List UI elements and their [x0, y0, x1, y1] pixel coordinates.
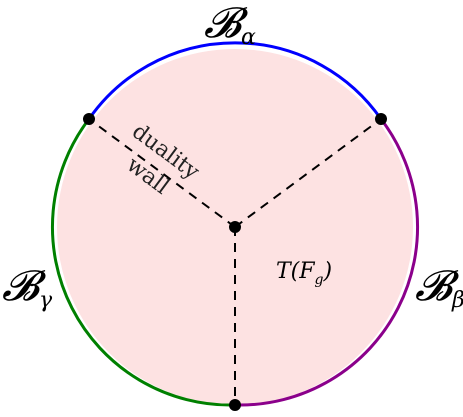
boundary-label-gamma-sub: γ [39, 288, 53, 313]
junction-dot-right [375, 113, 387, 125]
boundary-label-gamma: 𝓑γ [2, 261, 53, 313]
bulk-label-close: ) [323, 259, 333, 284]
boundary-arc-beta [234, 118, 420, 407]
bulk-label-sub: g [315, 272, 324, 288]
boundary-label-alpha: 𝓑α [204, 0, 256, 50]
junction-dot-bottom [229, 399, 241, 411]
boundary-label-beta: 𝓑β [415, 261, 463, 313]
boundary-arc-alpha [87, 41, 383, 120]
junction-dot-center [229, 221, 241, 233]
bulk-label-main: T(F [276, 259, 315, 284]
wall-line-right [234, 118, 382, 228]
boundary-arc-gamma [50, 118, 236, 407]
bulk-label: T(Fg) [276, 259, 332, 288]
junction-dot-left [83, 113, 95, 125]
wall-line-left [88, 118, 236, 228]
boundary-label-beta-sub: β [451, 288, 463, 313]
duality-walls [88, 118, 382, 405]
boundary-label-alpha-sub: α [241, 25, 256, 50]
